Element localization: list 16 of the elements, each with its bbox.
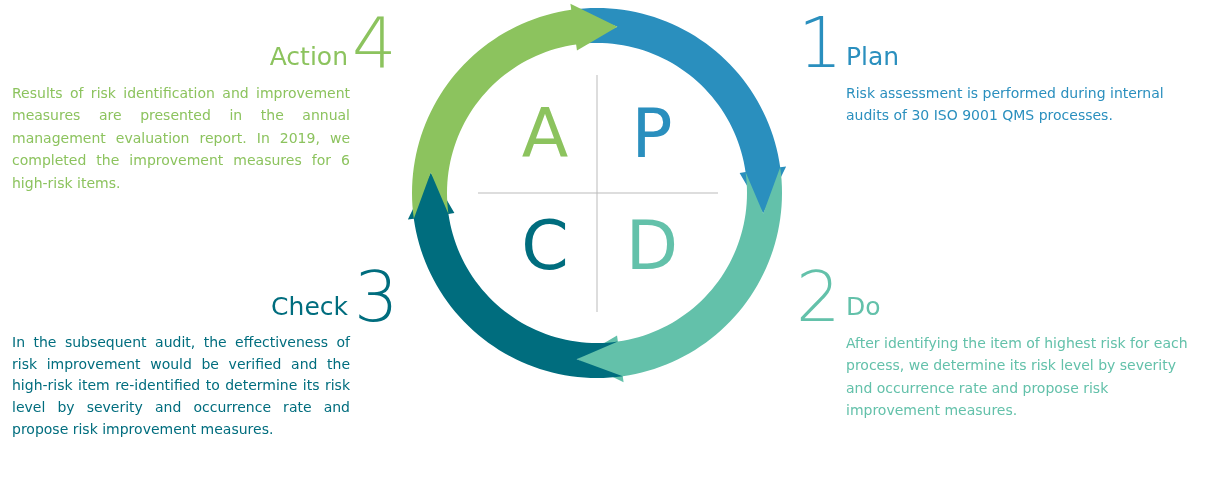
step-number: 1 [798, 8, 843, 78]
step-description: Results of risk identification and improvement measures are presented in the annual management evaluation report. In 2019, we completed the improvement measures for 6 high-risk items. [12, 84, 350, 193]
step-title: Action [268, 42, 348, 72]
step-title: Check [270, 292, 348, 322]
quadrant-letter: C [520, 212, 570, 280]
step-title: Plan [846, 42, 901, 72]
step-description: In the subsequent audit, the effectiveness of risk improvement would be verified and the high-risk item re-identified to determine its risk level by severity and occurrence rate and propose risk improvement measures. [12, 333, 350, 439]
step-title: Do [846, 292, 882, 322]
step-description: After identifying the item of highest risk for each process, we determine its risk level by severity and occurrence rate and propose risk improvement measures. [846, 334, 1189, 421]
quadrant-letter: A [520, 100, 570, 168]
step-number: 2 [796, 262, 842, 332]
step-number: 3 [354, 262, 400, 332]
step-description: Risk assessment is performed during internal audits of 30 ISO 9001 QMS processes. [846, 84, 1165, 126]
step-number: 4 [352, 8, 398, 78]
quadrant-letter: D [624, 212, 680, 280]
quadrant-letter: P [630, 100, 674, 168]
